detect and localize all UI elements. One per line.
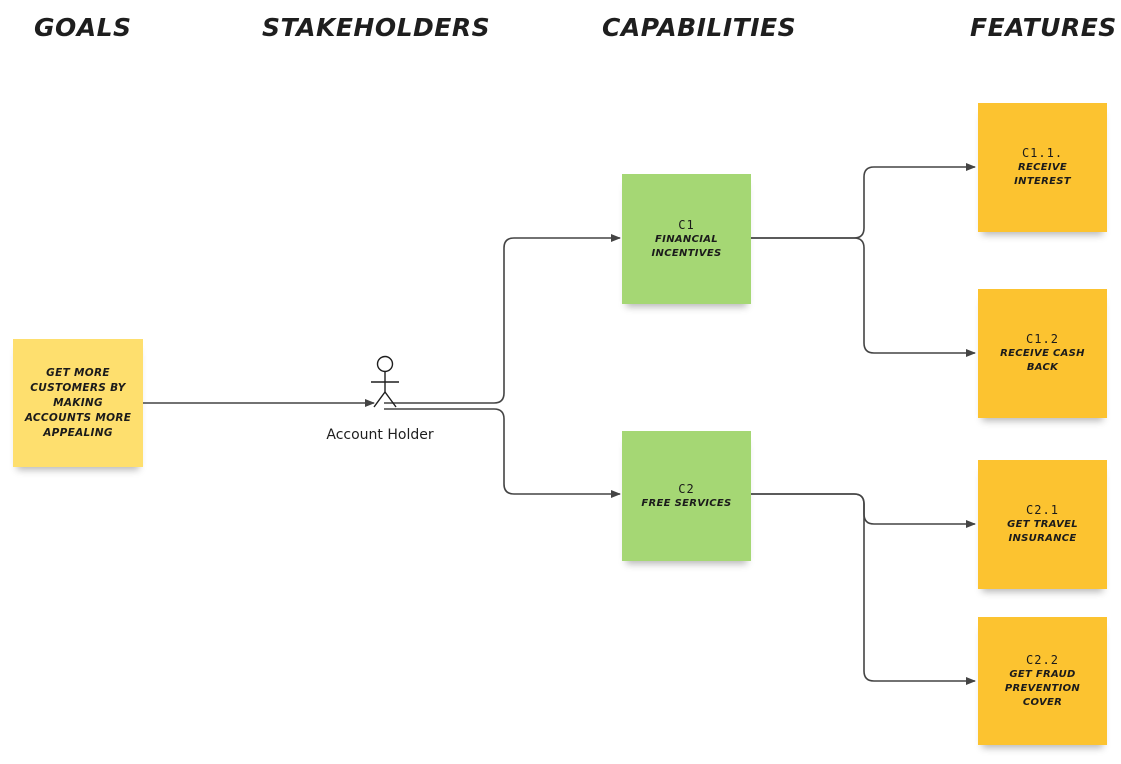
feature-text-line: RECEIVE CASH [1000, 348, 1085, 359]
stakeholders-column-header: STAKEHOLDERS [262, 13, 491, 42]
connector-stakeholder-to-c2[interactable] [384, 408, 621, 498]
features-column-header: FEATURES [970, 13, 1117, 42]
feature-id: C2.2 [1026, 652, 1059, 667]
feature-note-c1-2[interactable]: C1.2 RECEIVE CASH BACK [978, 289, 1107, 418]
feature-text-line: GET TRAVEL [1007, 519, 1078, 530]
feature-id: C1.2 [1026, 332, 1059, 346]
capability-note-c1[interactable]: C1 FINANCIAL INCENTIVES [622, 174, 751, 304]
capability-note-c2[interactable]: C2 FREE SERVICES [622, 431, 751, 561]
feature-text-line: COVER [1022, 696, 1063, 708]
feature-note-c2-2[interactable]: C2.2 GET FRAUD PREVENTION COVER [978, 617, 1107, 745]
connector-c1-to-c1-2[interactable] [751, 237, 976, 357]
capabilities-column-header: CAPABILITIES [602, 13, 797, 42]
capability-id: C2 [678, 481, 695, 496]
stakeholder-label: Account Holder [326, 427, 434, 443]
goal-text-line: GET MORE [46, 366, 110, 379]
goal-text-line: APPEALING [43, 426, 113, 439]
goals-column-header: GOALS [34, 13, 132, 42]
feature-text-line: RECEIVE [1017, 162, 1068, 173]
connector-c1-to-c1-1[interactable] [751, 163, 976, 239]
feature-text-line: INSURANCE [1008, 533, 1077, 544]
goal-text-line: CUSTOMERS BY [30, 381, 126, 394]
stick-figure-actor-icon[interactable] [350, 352, 420, 408]
feature-text-line: INTEREST [1014, 176, 1071, 187]
capability-id: C1 [678, 217, 695, 232]
feature-text-line: PREVENTION [1004, 682, 1081, 694]
feature-text-line: GET FRAUD [1009, 668, 1076, 680]
capability-text-line: FREE SERVICES [641, 497, 732, 509]
goal-text-line: ACCOUNTS MORE [24, 411, 132, 424]
feature-text-line: BACK [1026, 362, 1059, 373]
capability-text-line: INCENTIVES [651, 247, 722, 259]
goal-text-line: MAKING [53, 396, 103, 409]
goal-note[interactable]: GET MORE CUSTOMERS BY MAKING ACCOUNTS MO… [13, 339, 143, 467]
capability-text-line: FINANCIAL [655, 233, 718, 245]
feature-note-c1-1[interactable]: C1.1. RECEIVE INTEREST [978, 103, 1107, 232]
connector-stakeholder-to-c1[interactable] [384, 234, 621, 404]
feature-note-c2-1[interactable]: C2.1 GET TRAVEL INSURANCE [978, 460, 1107, 589]
feature-id: C1.1. [1021, 146, 1064, 160]
feature-id: C2.1 [1026, 503, 1059, 517]
connector-c2-to-c2-2[interactable] [751, 493, 976, 685]
